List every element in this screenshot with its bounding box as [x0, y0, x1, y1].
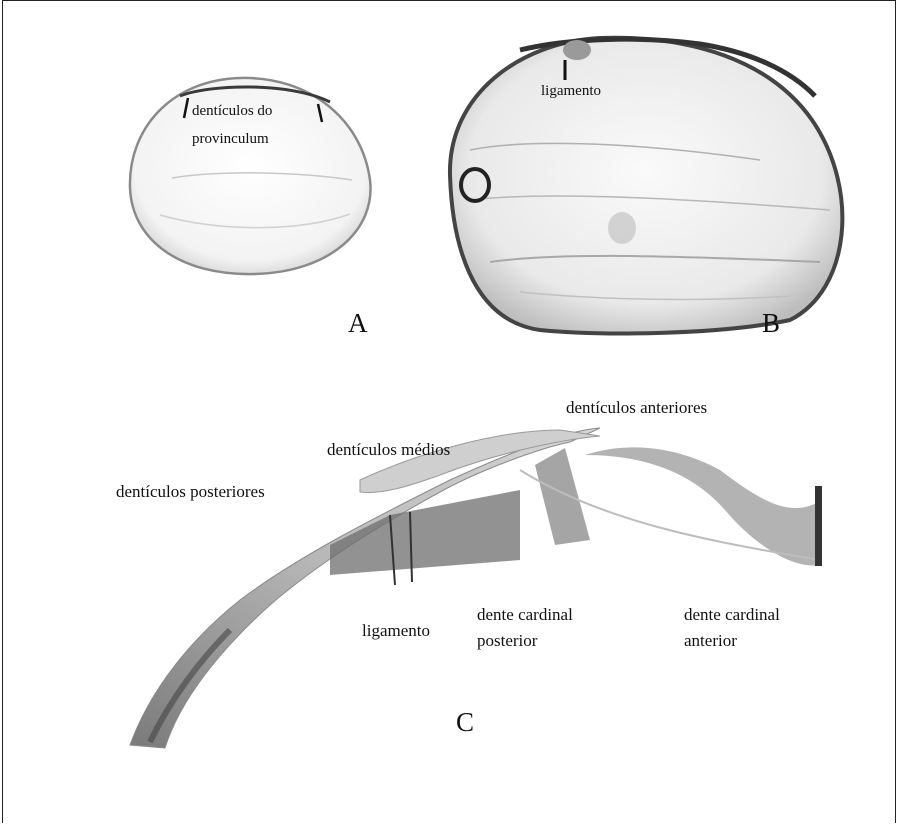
panel-c-label-dente-cardinal-anterior-line1: dente cardinal — [684, 605, 780, 625]
panel-b-label-ligamento: ligamento — [541, 83, 601, 100]
panel-c-label-dente-cardinal-posterior-line1: dente cardinal — [477, 605, 573, 625]
panel-c-hinge — [130, 428, 822, 748]
panel-c-label-denticulos-posteriores: dentículos posteriores — [116, 482, 265, 502]
panel-b-letter: B — [762, 308, 780, 339]
panel-c-letter: C — [456, 707, 474, 738]
panel-c-label-dente-cardinal-anterior-line2: anterior — [684, 631, 737, 651]
panel-c-label-dente-cardinal-posterior-line2: posterior — [477, 631, 537, 651]
panel-c-label-denticulos-anteriores: dentículos anteriores — [566, 398, 707, 418]
panel-a-label-denticulos-line2: provinculum — [192, 131, 269, 148]
panel-c-label-denticulos-medios: dentículos médios — [327, 440, 450, 460]
panel-a-letter: A — [348, 308, 368, 339]
panel-a-label-denticulos-line1: dentículos do — [192, 103, 272, 120]
panel-c-label-ligamento: ligamento — [362, 621, 430, 641]
panel-b-shell — [450, 38, 842, 334]
